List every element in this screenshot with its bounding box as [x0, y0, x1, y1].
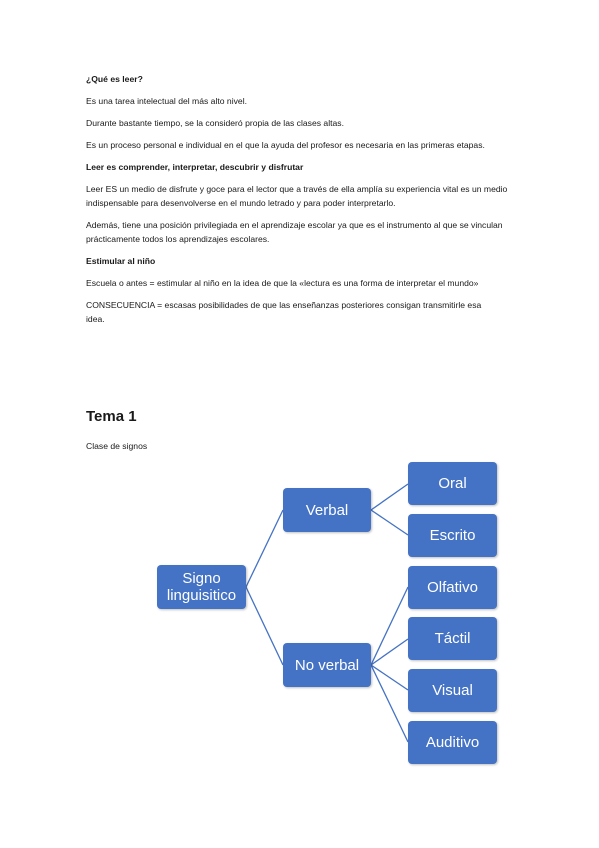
node-olfativo: Olfativo	[408, 566, 497, 609]
node-visual: Visual	[408, 669, 497, 712]
paragraph: Leer ES un medio de disfrute y goce para…	[86, 184, 508, 208]
heading-leer-es-comprender: Leer es comprender, interpretar, descubr…	[86, 162, 304, 172]
heading-estimular-al-nino: Estimular al niño	[86, 256, 156, 266]
connector-root-noverbal	[245, 586, 284, 666]
connector-noverbal-auditivo	[370, 664, 409, 743]
paragraph: Escuela o antes = estimular al niño en l…	[86, 278, 479, 288]
connector-noverbal-olfativo	[370, 586, 409, 666]
node-auditivo: Auditivo	[408, 721, 497, 764]
connector-noverbal-tactil	[370, 638, 409, 666]
paragraph: Además, tiene una posición privilegiada …	[86, 220, 503, 244]
connector-verbal-oral	[370, 483, 409, 511]
paragraph: Es un proceso personal e individual en e…	[86, 140, 485, 150]
section-heading-tema-1: Tema 1	[86, 408, 137, 425]
heading-que-es-leer: ¿Qué es leer?	[86, 74, 143, 84]
paragraph: CONSECUENCIA = escasas posibilidades de …	[86, 300, 482, 324]
node-verbal: Verbal	[283, 488, 371, 532]
node-oral: Oral	[408, 462, 497, 505]
paragraph: Es una tarea intelectual del más alto ni…	[86, 96, 247, 106]
connector-verbal-escrito	[370, 509, 409, 536]
connector-root-verbal	[245, 509, 284, 588]
diagram-caption: Clase de signos	[86, 441, 148, 451]
node-escrito: Escrito	[408, 514, 497, 557]
node-no-verbal: No verbal	[283, 643, 371, 687]
connector-noverbal-visual	[370, 664, 409, 691]
node-signo-linguistico: Signo linguisitico	[157, 565, 246, 609]
text-body: ¿Qué es leer? Es una tarea intelectual d…	[86, 72, 516, 334]
paragraph: Durante bastante tiempo, se la consideró…	[86, 118, 344, 128]
node-tactil: Táctil	[408, 617, 497, 660]
